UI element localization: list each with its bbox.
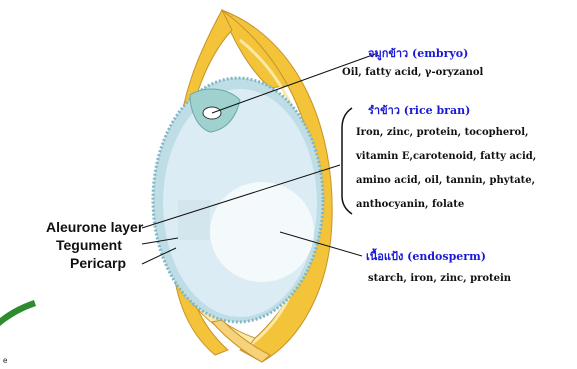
bran-bracket — [342, 108, 352, 214]
embryo-nutrients: Oil, fatty acid, γ-oryzanol — [342, 64, 483, 82]
bran-title: รำข้าว (rice bran) — [368, 101, 470, 119]
leaf-shape — [0, 300, 36, 326]
bran-nutrients-line-4: anthocyanin, folate — [356, 196, 464, 214]
aleurone-label: Aleurone layer — [46, 219, 143, 235]
pericarp-label: Pericarp — [70, 255, 126, 271]
endosperm-highlight — [210, 182, 314, 282]
endosperm-title: เนื้อแป้ง (endosperm) — [366, 247, 486, 265]
bran-nutrients-line-1: Iron, zinc, protein, tocopherol, — [356, 124, 529, 142]
tegument-label: Tegument — [56, 237, 122, 253]
endosperm-nutrients: starch, iron, zinc, protein — [368, 270, 511, 288]
bran-nutrients-line-3: amino acid, oil, tannin, phytate, — [356, 172, 535, 190]
bran-nutrients-line-2: vitamin E,carotenoid, fatty acid, — [356, 148, 536, 166]
aleurone-strip — [178, 200, 210, 240]
embryo-title: จมูกข้าว (embryo) — [368, 44, 468, 62]
corner-text: e — [3, 356, 7, 365]
